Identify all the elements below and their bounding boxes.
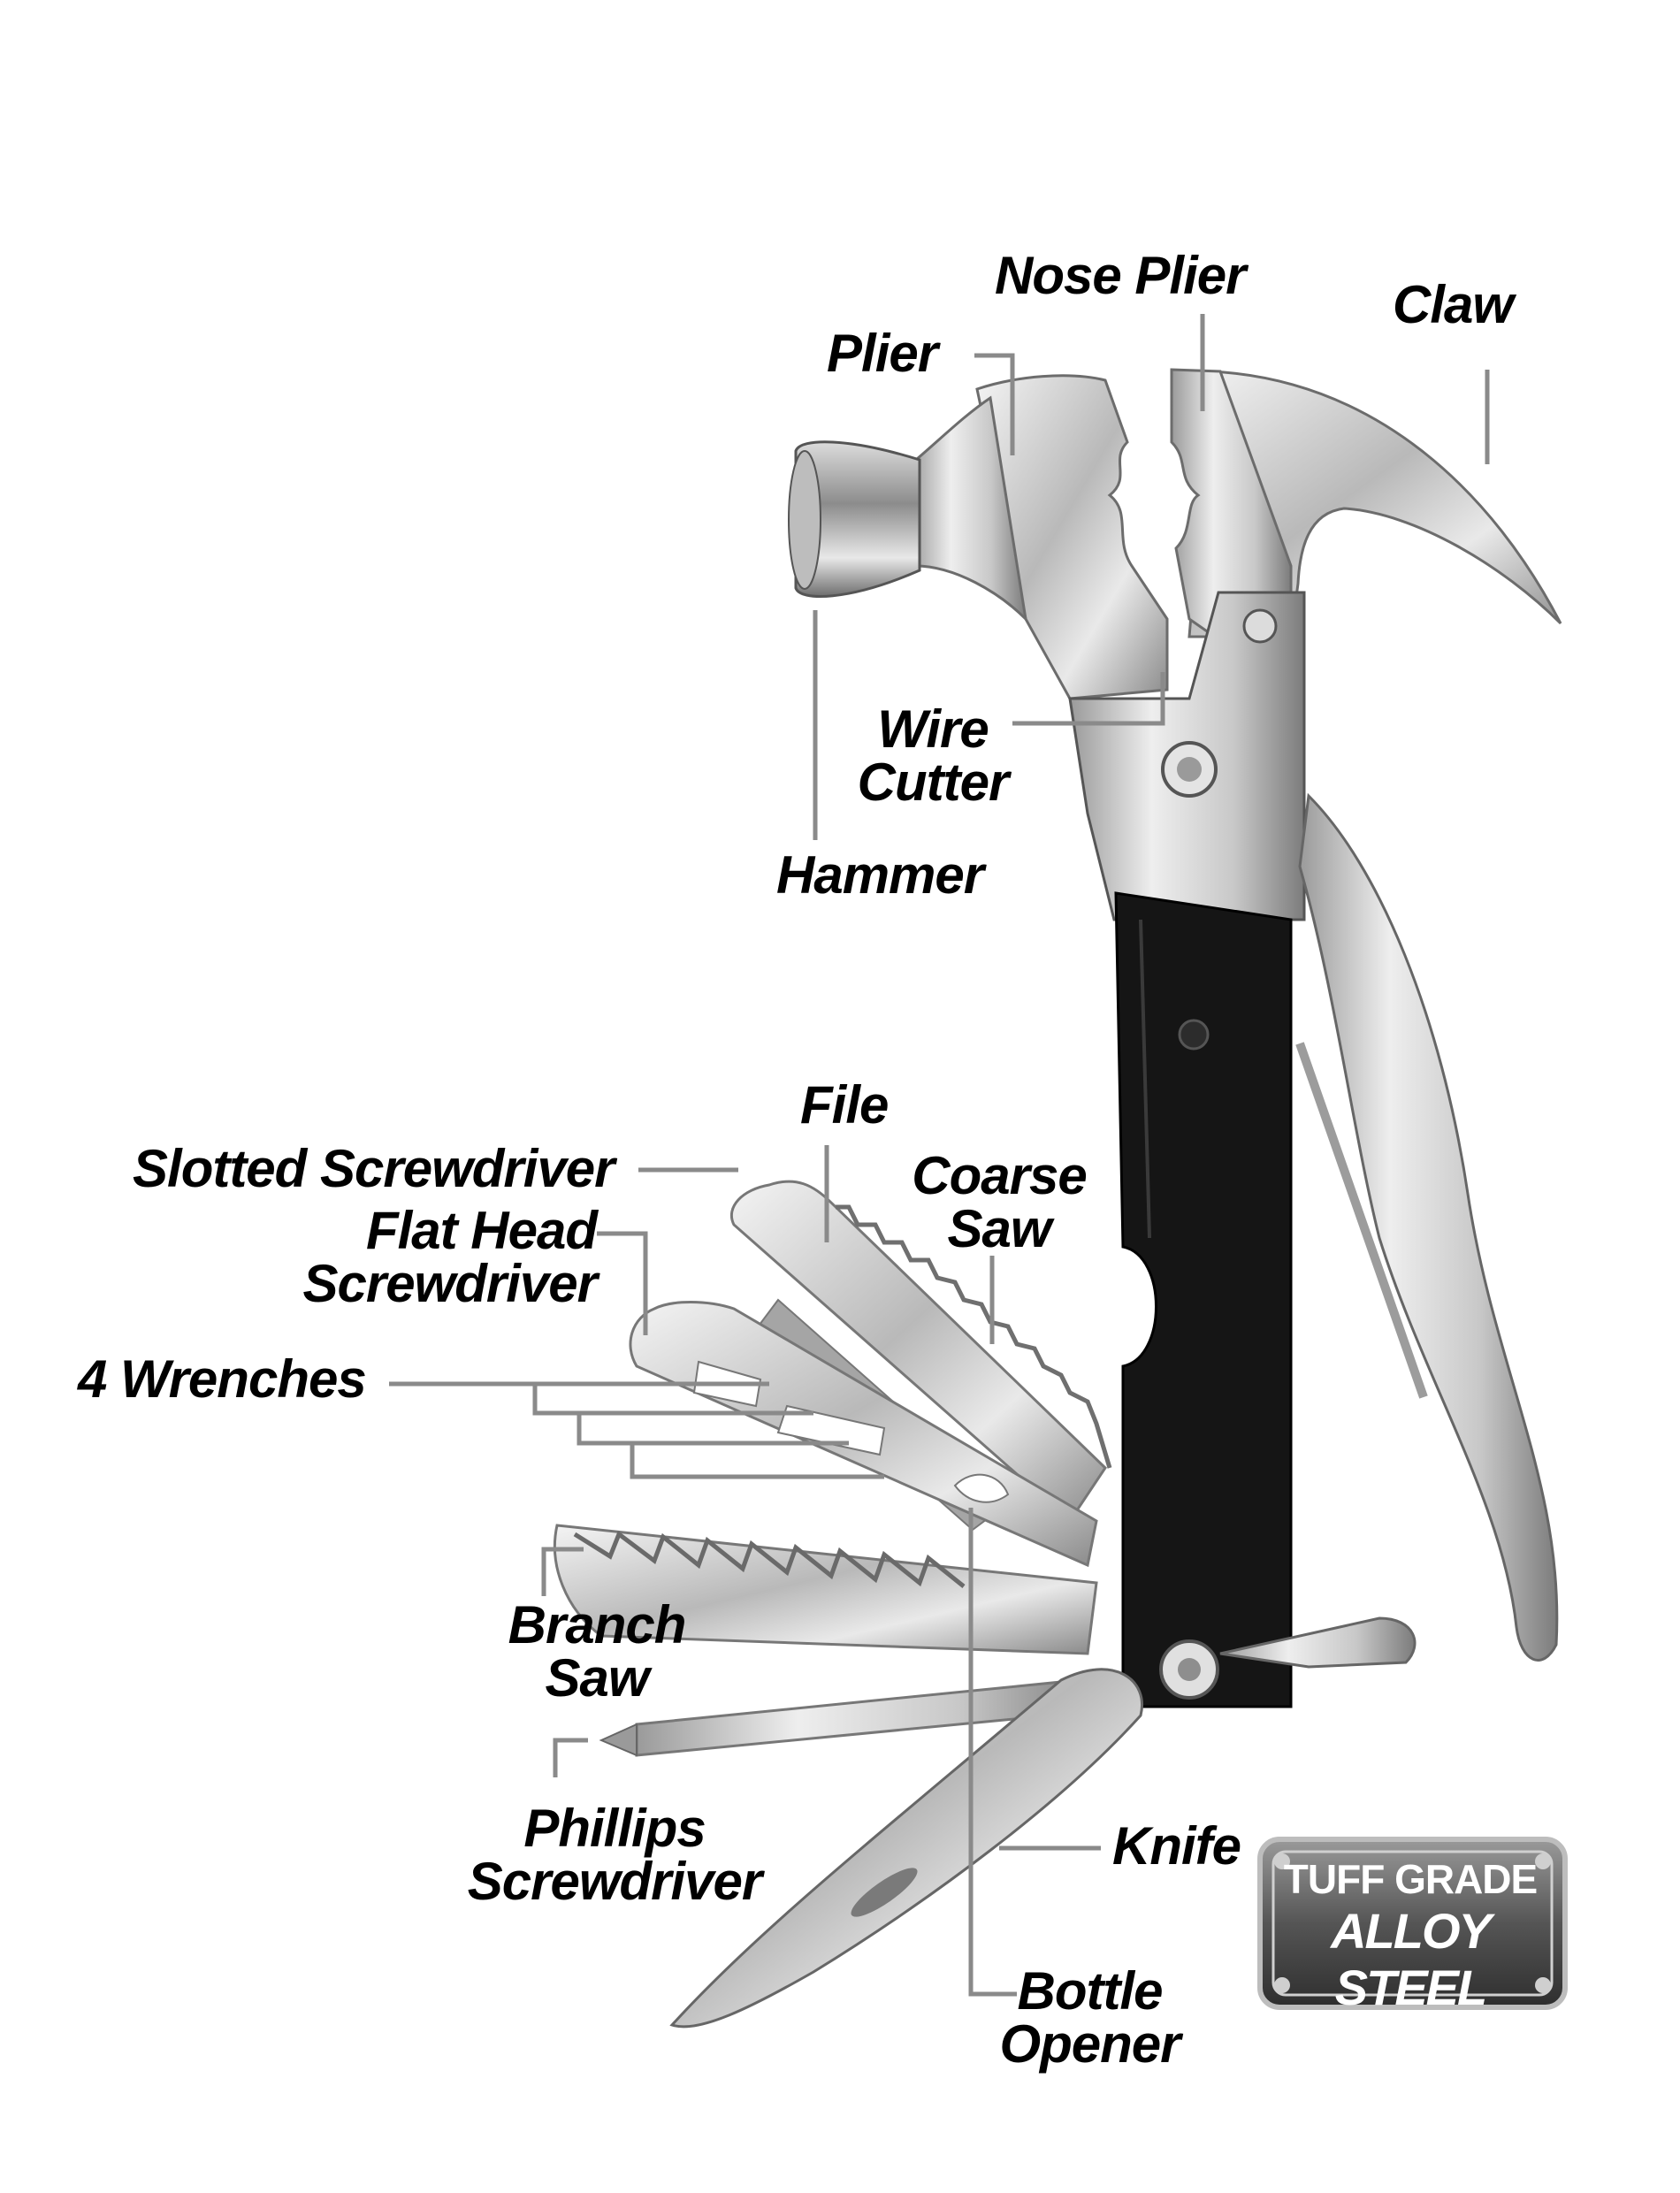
leader-wrench-2: [577, 1413, 849, 1446]
label-knife: Knife: [1112, 1816, 1241, 1876]
phillips-tip: [599, 1723, 638, 1757]
handle-screw: [1178, 1019, 1210, 1051]
leader-lines: [389, 314, 1490, 1997]
leader-wire-cutter: [1012, 672, 1165, 726]
wrench-cutout-2: [776, 1404, 886, 1456]
leader-bottle-opener: [968, 1508, 1017, 1997]
leader-wrench-1: [532, 1384, 813, 1416]
handle-lever: [1298, 792, 1559, 1662]
tuff-grade-badge: [1257, 1837, 1568, 2010]
badge-bolt-tl: [1274, 1853, 1290, 1869]
label-wire-cutter: Wire Cutter: [857, 699, 1010, 812]
badge-bolt-bl: [1274, 1977, 1290, 1993]
label-plier: Plier: [827, 324, 938, 383]
badge-text: TUFF GRADE ALLOY STEEL: [1264, 1855, 1556, 2016]
label-coarse-saw: Coarse Saw: [912, 1146, 1087, 1258]
coarse-saw-teeth: [836, 1204, 1112, 1469]
hammer-head: [794, 440, 921, 599]
black-handle: [1114, 891, 1293, 1708]
branch-saw-teeth: [573, 1531, 966, 1588]
badge-line2: ALLOY STEEL: [1331, 1903, 1492, 2015]
knife-nail-nick: [851, 1868, 918, 1917]
label-nose-plier: Nose Plier: [995, 246, 1246, 305]
plate-rivet-top: [1242, 608, 1278, 644]
leader-wrench-3: [630, 1443, 884, 1479]
label-wrenches: 4 Wrenches: [78, 1349, 367, 1409]
fanned-tools: [553, 1180, 1143, 2029]
label-file: File: [800, 1075, 889, 1135]
label-branch-saw: Branch Saw: [508, 1595, 687, 1708]
hammer-face: [788, 450, 821, 590]
badge-bolt-tr: [1535, 1853, 1551, 1869]
plier-part: [975, 374, 1169, 700]
label-claw: Claw: [1393, 275, 1514, 334]
leader-plier: [974, 353, 1015, 455]
hammer-neck: [909, 395, 1028, 623]
label-bottle-opener: Bottle Opener: [999, 1961, 1180, 2074]
bottom-lock: [1219, 1616, 1417, 1669]
coarse-saw-blade: [729, 1180, 1107, 1524]
tool-body: [788, 368, 1562, 1708]
label-slotted-screwdriver: Slotted Screwdriver: [133, 1139, 615, 1198]
bottle-opener-notch: [953, 1473, 1010, 1503]
spring-clip: [1295, 1042, 1428, 1399]
badge-line1: TUFF GRADE: [1283, 1856, 1538, 1902]
badge-bolt-br: [1535, 1977, 1551, 1993]
label-phillips-screwdriver: Phillips Screwdriver: [467, 1799, 763, 1911]
leader-flat-head: [597, 1231, 648, 1335]
leader-phillips: [553, 1738, 588, 1777]
knife-blade: [669, 1668, 1143, 2029]
label-flat-head-screwdriver: Flat Head Screwdriver: [302, 1201, 598, 1313]
label-hammer: Hammer: [776, 845, 984, 905]
leader-branch-saw: [541, 1547, 584, 1596]
